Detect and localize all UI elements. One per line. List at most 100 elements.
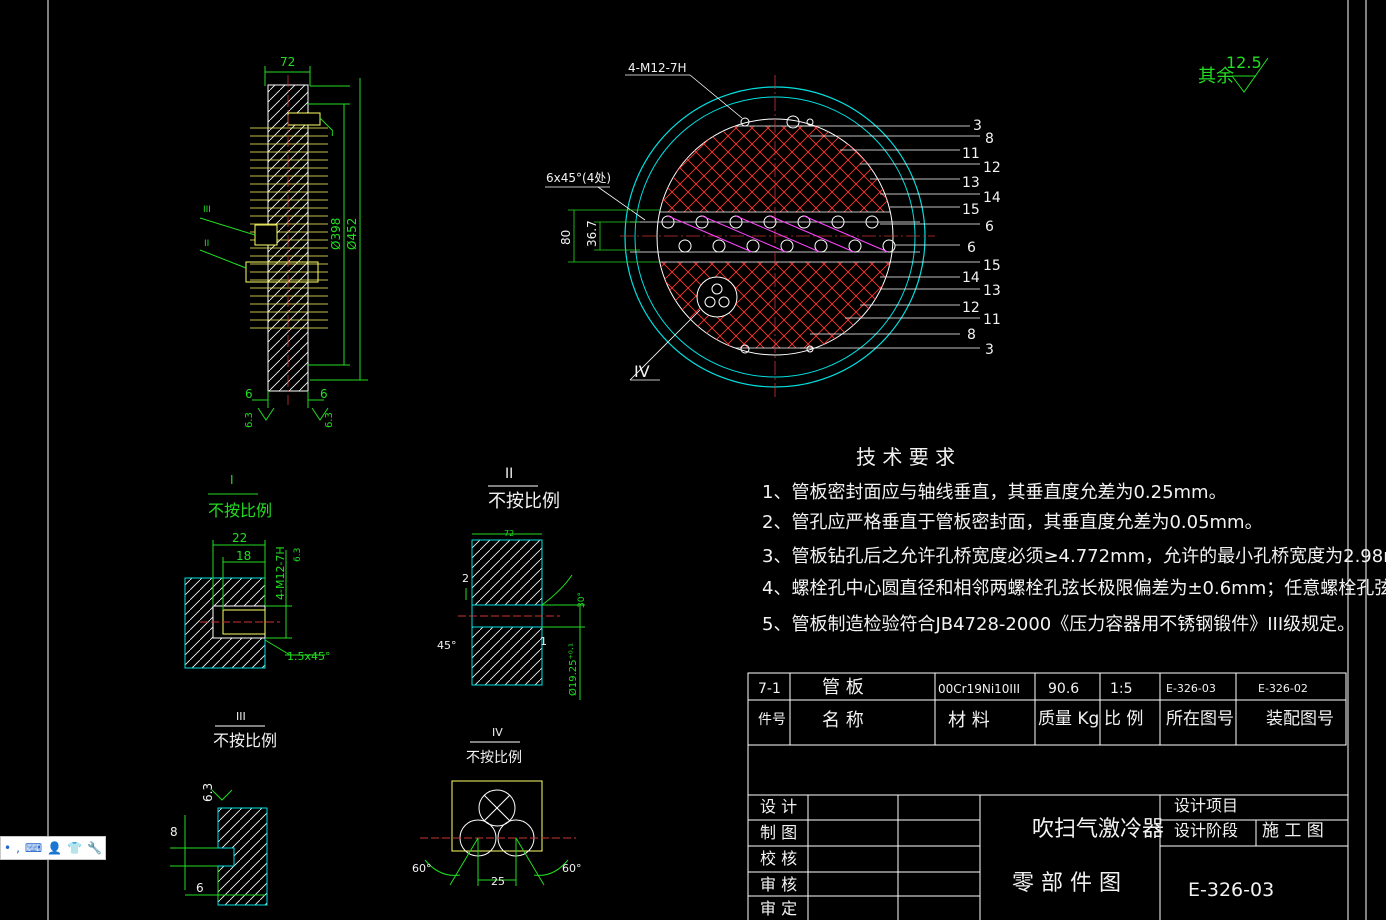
roughness-symbol: 其余 12.5 xyxy=(1198,53,1269,93)
drawing-frame xyxy=(47,0,1367,920)
side-width-dim: 72 xyxy=(280,55,295,69)
detail-iii-roman: III xyxy=(236,710,246,723)
detail-iv-roman: IV xyxy=(492,726,503,739)
part-label-10: 15 xyxy=(983,258,1001,274)
side-rough-right: 6.3 xyxy=(324,412,335,428)
header-drawing-no: 所在图号 xyxy=(1166,709,1234,729)
leader-ii: II xyxy=(204,239,209,249)
dim-80: 80 xyxy=(559,230,573,245)
part-label-12: 13 xyxy=(983,283,1001,299)
detail-iii-dim6: 6 xyxy=(196,881,204,895)
tech-title: 技 术 要 求 xyxy=(856,445,955,469)
detail-iv-leader: IV xyxy=(634,362,650,381)
part-label-15: 8 xyxy=(967,327,976,343)
detail-iv: IV 不按比例 25 60° 60° xyxy=(412,726,582,888)
header-assembly-no: 装配图号 xyxy=(1266,709,1334,729)
header-mass: 质量 Kg xyxy=(1038,709,1099,729)
user-icon[interactable]: 👤 xyxy=(47,841,63,855)
leader-i: I xyxy=(331,129,334,139)
header-material: 材 料 xyxy=(948,710,990,731)
part-label-1: 3 xyxy=(973,118,982,134)
part-label-8: 6 xyxy=(985,219,994,235)
wrench-icon[interactable]: 🔧 xyxy=(87,841,103,855)
tech-item-1: 1、管板密封面应与轴线垂直，其垂直度允差为0.25mm。 xyxy=(762,482,1227,503)
ime-comma-icon[interactable]: , xyxy=(16,841,20,855)
detail-ii-angle30: 30° xyxy=(577,592,587,608)
tech-item-3: 3、管板钻孔后之允许孔桥宽度必须≥4.772mm，允许的最小孔桥宽度为2.98m… xyxy=(762,546,1386,567)
shirt-icon[interactable]: 👕 xyxy=(67,841,83,855)
detail-iii-rough: 6.3 xyxy=(201,783,215,802)
part-label-5: 13 xyxy=(962,175,980,191)
detail-ii-angle45: 45° xyxy=(437,639,457,652)
detail-ii-dia: Ø19.25⁺⁰·¹ xyxy=(567,643,579,696)
part-label-16: 3 xyxy=(985,342,994,358)
part-label-3: 11 xyxy=(962,146,980,162)
part-label-9: 6 xyxy=(967,240,976,256)
role-check: 校 核 xyxy=(760,849,797,868)
detail-ii-dim2: 2 xyxy=(462,572,469,585)
detail-ii-scale: 不按比例 xyxy=(488,491,560,512)
roughness-prefix: 其余 xyxy=(1198,66,1234,87)
project-name: 吹扫气激冷器 xyxy=(1032,817,1164,842)
parts-table: 7-1 管 板 00Cr19Ni10III 90.6 1:5 E-326-03 … xyxy=(747,672,1347,746)
drawing-title: 零 部 件 图 xyxy=(1012,871,1121,896)
side-right-6: 6 xyxy=(320,387,328,401)
leader-iii: III xyxy=(203,205,211,215)
detail-i-chamfer: 1.5x45° xyxy=(287,650,331,663)
stage-value: 施 工 图 xyxy=(1262,821,1324,841)
role-design: 设 计 xyxy=(760,797,797,816)
detail-iv-scale: 不按比例 xyxy=(466,750,522,766)
detail-iv-angle-right: 60° xyxy=(562,862,582,875)
side-view-tube-rows xyxy=(250,127,328,329)
detail-ii-dim72: 72 xyxy=(504,529,514,538)
thread-label: 4-M12-7H xyxy=(628,61,687,75)
detail-i-roman: I xyxy=(230,473,234,487)
part-mass: 90.6 xyxy=(1048,681,1079,697)
ime-dot-icon[interactable]: • xyxy=(4,841,12,855)
roughness-value: 12.5 xyxy=(1226,53,1262,72)
header-scale: 比 例 xyxy=(1104,709,1143,729)
part-label-7: 15 xyxy=(962,202,980,218)
part-label-6: 14 xyxy=(983,190,1001,206)
part-drawing-no: E-326-03 xyxy=(1166,682,1216,695)
part-label-2: 8 xyxy=(985,131,994,147)
detail-ii-roman: II xyxy=(505,466,513,482)
detail-iii-scale: 不按比例 xyxy=(213,731,277,750)
detail-iii-dim8: 8 xyxy=(170,825,178,839)
part-label-4: 12 xyxy=(983,160,1001,176)
ime-toolbar[interactable]: • , ⌨ 👤 👕 🔧 xyxy=(0,836,106,860)
side-left-6: 6 xyxy=(245,387,253,401)
header-no: 件号 xyxy=(758,712,786,728)
part-name: 管 板 xyxy=(822,677,864,698)
tech-item-4: 4、螺栓孔中心圆直径和相邻两螺栓孔弦长极限偏差为±0.6mm；任意螺栓孔弦长极 xyxy=(762,578,1386,599)
detail-iii: III 不按比例 8 6.3 6 xyxy=(170,710,277,906)
part-label-11: 14 xyxy=(962,270,980,286)
detail-i-dim22: 22 xyxy=(232,531,247,545)
drawing-number: E-326-03 xyxy=(1188,879,1274,901)
detail-iv-dim25: 25 xyxy=(491,875,505,888)
tech-requirements: 技 术 要 求 1、管板密封面应与轴线垂直，其垂直度允差为0.25mm。 2、管… xyxy=(762,445,1386,635)
detail-i: I 不按比例 22 18 4-M12-7H 6.3 1.5x45° xyxy=(184,473,331,669)
detail-iv-angle-left: 60° xyxy=(412,862,432,875)
detail-i-rough: 6.3 xyxy=(293,548,303,562)
side-view: 72 Ø398 Ø452 I III II 6 6 6.3 6.3 xyxy=(199,55,368,428)
role-approve: 审 定 xyxy=(760,899,797,918)
keyboard-icon[interactable]: ⌨ xyxy=(24,841,43,855)
detail-i-scale: 不按比例 xyxy=(208,501,272,520)
title-block: 设 计 制 图 校 核 审 核 审 定 吹扫气激冷器 设计项目 设计阶段 施 工… xyxy=(747,745,1348,920)
detail-ii-dim1: 1 xyxy=(540,635,547,648)
part-label-14: 11 xyxy=(983,312,1001,328)
tech-item-5: 5、管板制造检验符合JB4728-2000《压力容器用不锈钢锻件》III级规定。 xyxy=(762,614,1355,635)
header-name: 名 称 xyxy=(822,710,864,731)
part-scale: 1:5 xyxy=(1110,681,1133,697)
detail-ii: II 不按比例 72 2 1 30° 45° Ø19.25⁺⁰·¹ xyxy=(437,466,587,700)
dim-36-7: 36.7 xyxy=(585,220,599,247)
part-label-13: 12 xyxy=(962,300,980,316)
side-d452-dim: Ø452 xyxy=(345,218,359,250)
part-material: 00Cr19Ni10III xyxy=(938,682,1020,696)
chamfer-label: 6x45°(4处) xyxy=(546,171,611,185)
side-rough-left: 6.3 xyxy=(244,412,255,428)
part-assembly-no: E-326-02 xyxy=(1258,682,1308,695)
part-no: 7-1 xyxy=(758,681,781,697)
